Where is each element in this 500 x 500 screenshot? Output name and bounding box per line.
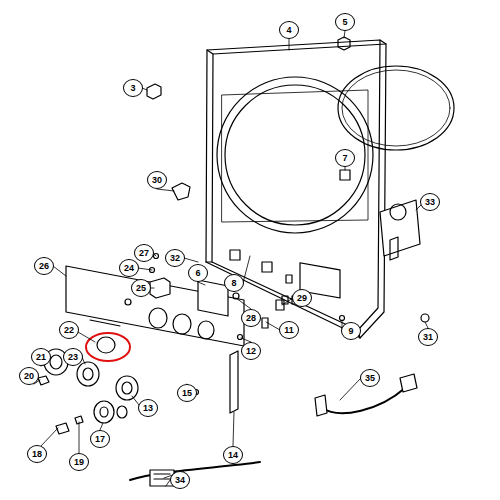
timer — [380, 200, 420, 260]
callout-number: 28 — [241, 309, 261, 327]
callout-number: 32 — [165, 249, 185, 267]
callout-number: 35 — [360, 369, 380, 387]
callout-number: 24 — [119, 259, 139, 277]
control-panel — [66, 266, 244, 346]
callout-number: 7 — [335, 149, 355, 167]
wire-harness — [130, 462, 260, 486]
clip — [172, 183, 190, 200]
callout-number: 19 — [69, 453, 89, 471]
callout-number: 27 — [134, 244, 154, 262]
switch — [150, 278, 170, 298]
callout-number: 11 — [279, 321, 299, 339]
bracket — [230, 351, 238, 413]
clip — [338, 37, 350, 50]
callout-number: 33 — [420, 193, 440, 211]
highlight-ring — [86, 333, 130, 361]
callout-number: 20 — [19, 367, 39, 385]
callout-number: 12 — [241, 342, 261, 360]
callout-number: 22 — [59, 321, 79, 339]
clip — [147, 84, 161, 99]
callout-number: 34 — [170, 471, 190, 489]
callout-number: 13 — [138, 399, 158, 417]
callout-number: 9 — [341, 322, 361, 340]
seal-ring — [338, 66, 454, 150]
callout-number: 29 — [292, 289, 312, 307]
callout-number: 3 — [123, 79, 143, 97]
callout-number: 5 — [335, 13, 355, 31]
callout-number: 18 — [27, 445, 47, 463]
screw — [421, 314, 429, 322]
callout-number: 15 — [177, 384, 197, 402]
callout-number: 31 — [418, 328, 438, 346]
callout-number: 14 — [223, 446, 243, 464]
callout-number: 4 — [279, 21, 299, 39]
callout-number: 26 — [34, 257, 54, 275]
callout-number: 21 — [31, 348, 51, 366]
front-panel — [206, 40, 386, 338]
callout-number: 17 — [90, 430, 110, 448]
callout-number: 8 — [224, 274, 244, 292]
clip — [340, 170, 350, 180]
callout-number: 6 — [188, 264, 208, 282]
callout-number: 30 — [147, 171, 167, 189]
callout-number: 25 — [131, 279, 151, 297]
leader-lines — [34, 31, 428, 486]
callout-number: 23 — [63, 348, 83, 366]
